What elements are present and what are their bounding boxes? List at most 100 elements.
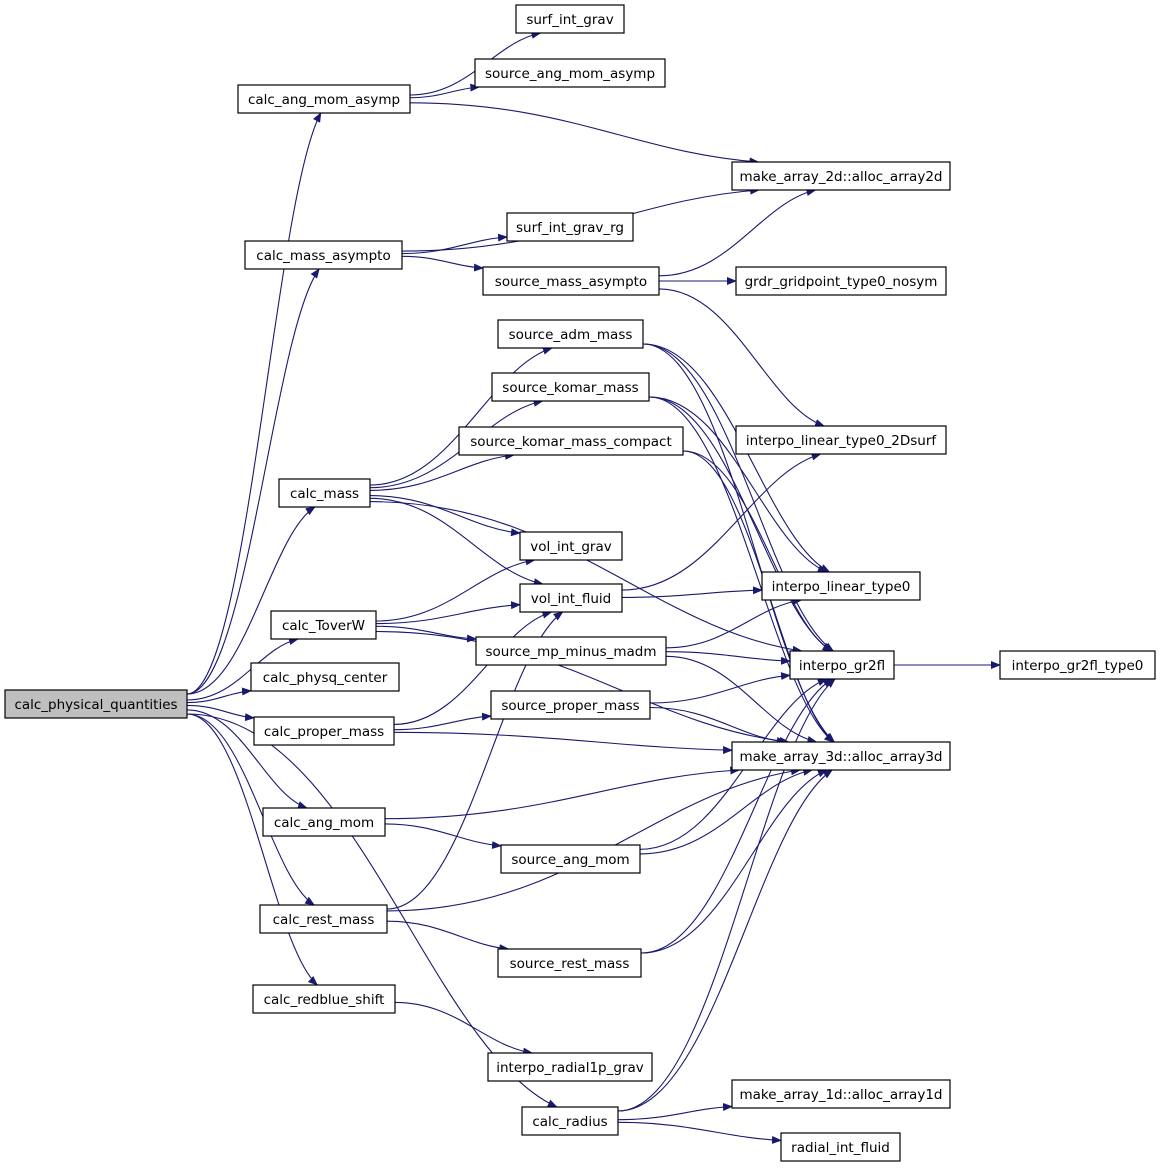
node-source_ang_mom_asymp[interactable]: source_ang_mom_asymp xyxy=(474,58,666,88)
edge-vol_int_fluid-to-interpo_linear_type0_2Dsurf xyxy=(621,452,822,591)
node-box xyxy=(780,1132,901,1162)
edge-source_mass_asympto-to-interpo_linear_type0_2Dsurf xyxy=(658,288,826,427)
node-source_proper_mass[interactable]: source_proper_mass xyxy=(490,690,651,720)
node-label: interpo_gr2fl_type0 xyxy=(1012,658,1144,674)
edge-source_komar_mass_compact-to-interpo_gr2fl xyxy=(682,450,833,652)
node-box xyxy=(521,1106,619,1136)
node-box xyxy=(519,531,623,561)
node-box xyxy=(252,984,396,1014)
edge-calc_ToverW-to-make_array_3d xyxy=(375,630,790,745)
node-make_array_2d[interactable]: make_array_2d::alloc_array2d xyxy=(731,161,951,191)
edge-calc_physical_quantities-to-calc_mass_asympto xyxy=(186,268,320,695)
edge-calc_physical_quantities-to-calc_proper_mass xyxy=(186,704,255,722)
node-box xyxy=(500,844,641,874)
node-calc_ang_mom[interactable]: calc_ang_mom xyxy=(262,807,386,837)
node-box xyxy=(270,610,377,640)
edge-calc_ToverW-to-vol_int_fluid xyxy=(375,601,521,625)
edge-calc_physical_quantities-to-calc_physq_center xyxy=(186,687,252,704)
node-calc_ang_mom_asymp[interactable]: calc_ang_mom_asymp xyxy=(237,84,411,114)
node-box xyxy=(458,426,684,456)
node-interpo_linear_type0_2Dsurf[interactable]: interpo_linear_type0_2Dsurf xyxy=(735,425,947,455)
node-calc_physical_quantities[interactable]: calc_physical_quantities xyxy=(4,689,188,719)
edge-calc_radius-to-interpo_gr2fl xyxy=(617,678,836,1112)
edge-source_adm_mass-to-make_array_3d xyxy=(642,343,836,743)
edge-source_proper_mass-to-make_array_3d xyxy=(649,706,787,745)
node-interpo_gr2fl_type0[interactable]: interpo_gr2fl_type0 xyxy=(999,650,1156,680)
node-box xyxy=(250,662,400,692)
node-source_komar_mass_compact[interactable]: source_komar_mass_compact xyxy=(458,426,684,456)
node-surf_int_grav[interactable]: surf_int_grav xyxy=(515,4,625,34)
edge-source_mp_minus_madm-to-interpo_gr2fl xyxy=(665,651,791,665)
node-source_mp_minus_madm[interactable]: source_mp_minus_madm xyxy=(475,636,667,666)
node-box xyxy=(731,161,951,191)
node-label: surf_int_grav_rg xyxy=(516,220,624,236)
edge-calc_physical_quantities-to-calc_redblue_shift xyxy=(186,713,319,986)
edge-calc_mass-to-vol_int_grav xyxy=(369,495,521,537)
node-box xyxy=(482,266,660,296)
node-box xyxy=(487,1052,653,1082)
node-interpo_gr2fl[interactable]: interpo_gr2fl xyxy=(789,650,895,680)
node-surf_int_grav_rg[interactable]: surf_int_grav_rg xyxy=(506,212,634,242)
node-make_array_1d[interactable]: make_array_1d::alloc_array1d xyxy=(731,1079,951,1109)
node-source_komar_mass[interactable]: source_komar_mass xyxy=(491,372,650,402)
node-calc_proper_mass[interactable]: calc_proper_mass xyxy=(253,716,395,746)
edge-calc_radius-to-make_array_1d xyxy=(617,1102,733,1121)
edge-calc_mass-to-source_komar_mass_compact xyxy=(369,451,515,491)
node-box xyxy=(475,636,667,666)
edge-calc_radius-to-make_array_3d xyxy=(617,769,834,1112)
edge-calc_mass_asympto-to-source_mass_asympto xyxy=(401,255,484,272)
node-source_rest_mass[interactable]: source_rest_mass xyxy=(497,948,642,978)
edge-calc_ang_mom_asymp-to-make_array_2d xyxy=(409,102,760,166)
node-vol_int_fluid[interactable]: vol_int_fluid xyxy=(519,583,623,613)
node-label: calc_physq_center xyxy=(263,670,388,686)
node-label: source_rest_mass xyxy=(510,956,630,972)
node-label: source_mass_asympto xyxy=(495,274,647,290)
edge-calc_proper_mass-to-source_proper_mass xyxy=(393,712,492,731)
node-box xyxy=(491,372,650,402)
edge-calc_proper_mass-to-make_array_3d xyxy=(393,731,733,754)
edge-source_mp_minus_madm-to-interpo_linear_type0 xyxy=(665,597,803,649)
edge-calc_ang_mom_asymp-to-source_ang_mom_asymp xyxy=(409,83,481,99)
edge-calc_rest_mass-to-source_rest_mass xyxy=(386,920,510,953)
node-make_array_3d[interactable]: make_array_3d::alloc_array3d xyxy=(731,741,951,771)
edge-calc_physical_quantities-to-calc_ang_mom xyxy=(186,709,308,809)
node-box xyxy=(519,583,623,613)
edge-calc_physical_quantities-to-calc_rest_mass xyxy=(186,713,316,906)
edge-calc_redblue_shift-to-interpo_radial1p_grav xyxy=(394,1001,534,1056)
node-calc_rest_mass[interactable]: calc_rest_mass xyxy=(259,904,388,934)
node-label: calc_mass_asympto xyxy=(256,248,390,264)
node-calc_mass_asympto[interactable]: calc_mass_asympto xyxy=(244,240,403,270)
node-label: source_mp_minus_madm xyxy=(486,644,657,660)
node-source_adm_mass[interactable]: source_adm_mass xyxy=(497,319,644,349)
node-box xyxy=(262,807,386,837)
node-label: make_array_1d::alloc_array1d xyxy=(740,1087,943,1103)
node-box xyxy=(735,266,947,296)
node-radial_int_fluid[interactable]: radial_int_fluid xyxy=(780,1132,901,1162)
node-label: surf_int_grav xyxy=(526,12,613,28)
node-label: calc_physical_quantities xyxy=(14,697,177,713)
edge-calc_ang_mom-to-make_array_3d xyxy=(384,766,741,820)
node-calc_redblue_shift[interactable]: calc_redblue_shift xyxy=(252,984,396,1014)
node-vol_int_grav[interactable]: vol_int_grav xyxy=(519,531,623,561)
node-label: calc_proper_mass xyxy=(264,724,384,740)
edge-source_rest_mass-to-make_array_3d xyxy=(640,769,828,954)
node-label: calc_redblue_shift xyxy=(264,992,385,1008)
edge-source_komar_mass-to-interpo_linear_type0 xyxy=(648,396,828,573)
node-label: calc_mass xyxy=(290,486,359,502)
node-label: source_komar_mass_compact xyxy=(470,434,672,450)
edge-calc_mass-to-vol_int_fluid xyxy=(369,497,544,587)
node-label: interpo_radial1p_grav xyxy=(496,1060,644,1076)
node-box xyxy=(731,1079,951,1109)
edge-source_rest_mass-to-interpo_gr2fl xyxy=(640,678,834,954)
node-calc_radius[interactable]: calc_radius xyxy=(521,1106,619,1136)
node-calc_ToverW[interactable]: calc_ToverW xyxy=(270,610,377,640)
node-source_mass_asympto[interactable]: source_mass_asympto xyxy=(482,266,660,296)
node-grdr_gridpoint_type0_nosym[interactable]: grdr_gridpoint_type0_nosym xyxy=(735,266,947,296)
node-box xyxy=(731,741,951,771)
node-interpo_radial1p_grav[interactable]: interpo_radial1p_grav xyxy=(487,1052,653,1082)
node-interpo_linear_type0[interactable]: interpo_linear_type0 xyxy=(761,571,921,601)
node-calc_mass[interactable]: calc_mass xyxy=(278,478,371,508)
edge-calc_mass_asympto-to-surf_int_grav_rg xyxy=(401,233,508,255)
node-source_ang_mom[interactable]: source_ang_mom xyxy=(500,844,641,874)
node-calc_physq_center[interactable]: calc_physq_center xyxy=(250,662,400,692)
